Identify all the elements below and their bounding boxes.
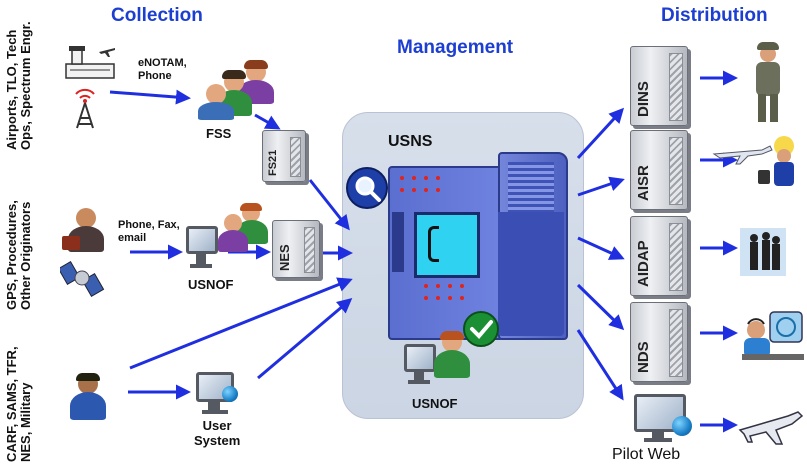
pilot-person-icon [748,42,788,124]
user-system-label: User System [194,418,240,448]
arrow-fss-fs21 [254,113,281,130]
usns-front-strip [392,212,404,272]
aidap-server[interactable]: AIDAP [630,216,688,296]
usnof-center-monitor [404,344,438,388]
arrow-carf-usns [129,277,353,370]
indicator-dot [436,176,440,180]
aisr-server[interactable]: AISR [630,130,688,210]
user-system-line1: User [202,418,232,433]
globe-icon [672,416,692,436]
indicator-dot [412,188,416,192]
indicator-dot [400,188,404,192]
indicator-dot [436,188,440,192]
aisr-label: AISR [635,165,652,201]
indicator-dot [424,188,428,192]
usns-label: USNS [388,133,433,150]
user-system-line2: System [194,433,241,448]
arrow-usersystem-usns [257,298,353,380]
indicator-dot [448,284,452,288]
usnof-left-people-icon [214,203,274,254]
usnof-left-monitor [186,226,220,270]
airliner-agent-icon [712,136,794,186]
satellite-icon [60,261,105,297]
arrow-usns-aidap [577,236,625,260]
management-title: Management [397,37,514,58]
fss-label: FSS [206,126,232,141]
usns-server-panel [498,212,564,336]
indicator-dot [460,296,464,300]
distribution-title: Distribution [661,5,768,26]
fs21-server-vents [290,137,301,177]
airport-tower-icon [65,46,115,79]
usns-server-vents [508,162,554,212]
enotam-label: eNOTAM, Phone [138,57,187,83]
enotam-line2: Phone [138,70,172,82]
radio-antenna-icon [75,88,95,129]
business-people-icon [740,228,786,276]
dins-server-vents [669,53,683,121]
dins-server[interactable]: DINS [630,46,688,126]
enotam-line1: eNOTAM, [138,57,187,69]
usns-screen [414,212,480,278]
originator-person-icon [62,208,110,256]
arrow-fs21-usns [308,179,350,231]
fs21-label: FS21 [267,149,279,176]
user-system-monitor[interactable] [196,372,240,416]
fss-people-icon [198,60,278,120]
nds-server[interactable]: NDS [630,302,688,382]
arrow-usns-aisr [577,176,625,197]
indicator-dot [436,284,440,288]
indicator-dot [400,176,404,180]
airplane-icon [738,411,804,445]
phonefax-line1: Phone, Fax, [118,219,180,231]
aidap-label: AIDAP [635,240,652,287]
indicator-dot [448,296,452,300]
phonefax-label: Phone, Fax, email [118,219,180,245]
usns-screen-bracket [428,226,439,262]
globe-icon [222,386,238,402]
dins-label: DINS [635,81,652,117]
nes-label: NES [277,244,292,271]
military-person-icon [66,373,110,422]
arrow-airports-fss [109,89,191,105]
nes-server-vents [304,227,315,273]
aidap-server-vents [669,223,683,291]
aisr-server-vents [669,137,683,205]
arrow-usns-pilotweb [576,329,624,401]
nes-server[interactable]: NES [272,220,320,278]
indicator-dot [424,284,428,288]
usnof-center-person-icon [432,331,472,382]
collection-title: Collection [111,5,203,26]
arrow-usns-dins [576,107,625,160]
usnof-center-label: USNOF [412,396,458,411]
nds-server-vents [669,309,683,377]
pilot-web-monitor[interactable] [634,394,694,444]
indicator-dot [424,176,428,180]
pilot-web-label: Pilot Web [612,446,681,463]
indicator-dot [424,296,428,300]
airplane-icon [99,48,115,57]
indicator-dot [460,284,464,288]
magnifier-icon [346,167,388,209]
nds-label: NDS [635,341,652,373]
indicator-dot [412,176,416,180]
usnof-left-label: USNOF [188,277,234,292]
arrow-usns-nds [576,283,625,331]
checkmark-icon [463,311,499,347]
controller-icon [742,311,804,360]
indicator-dot [436,296,440,300]
fs21-server[interactable]: FS21 [262,130,306,182]
usns-server[interactable] [378,152,568,340]
phonefax-line2: email [118,232,147,244]
